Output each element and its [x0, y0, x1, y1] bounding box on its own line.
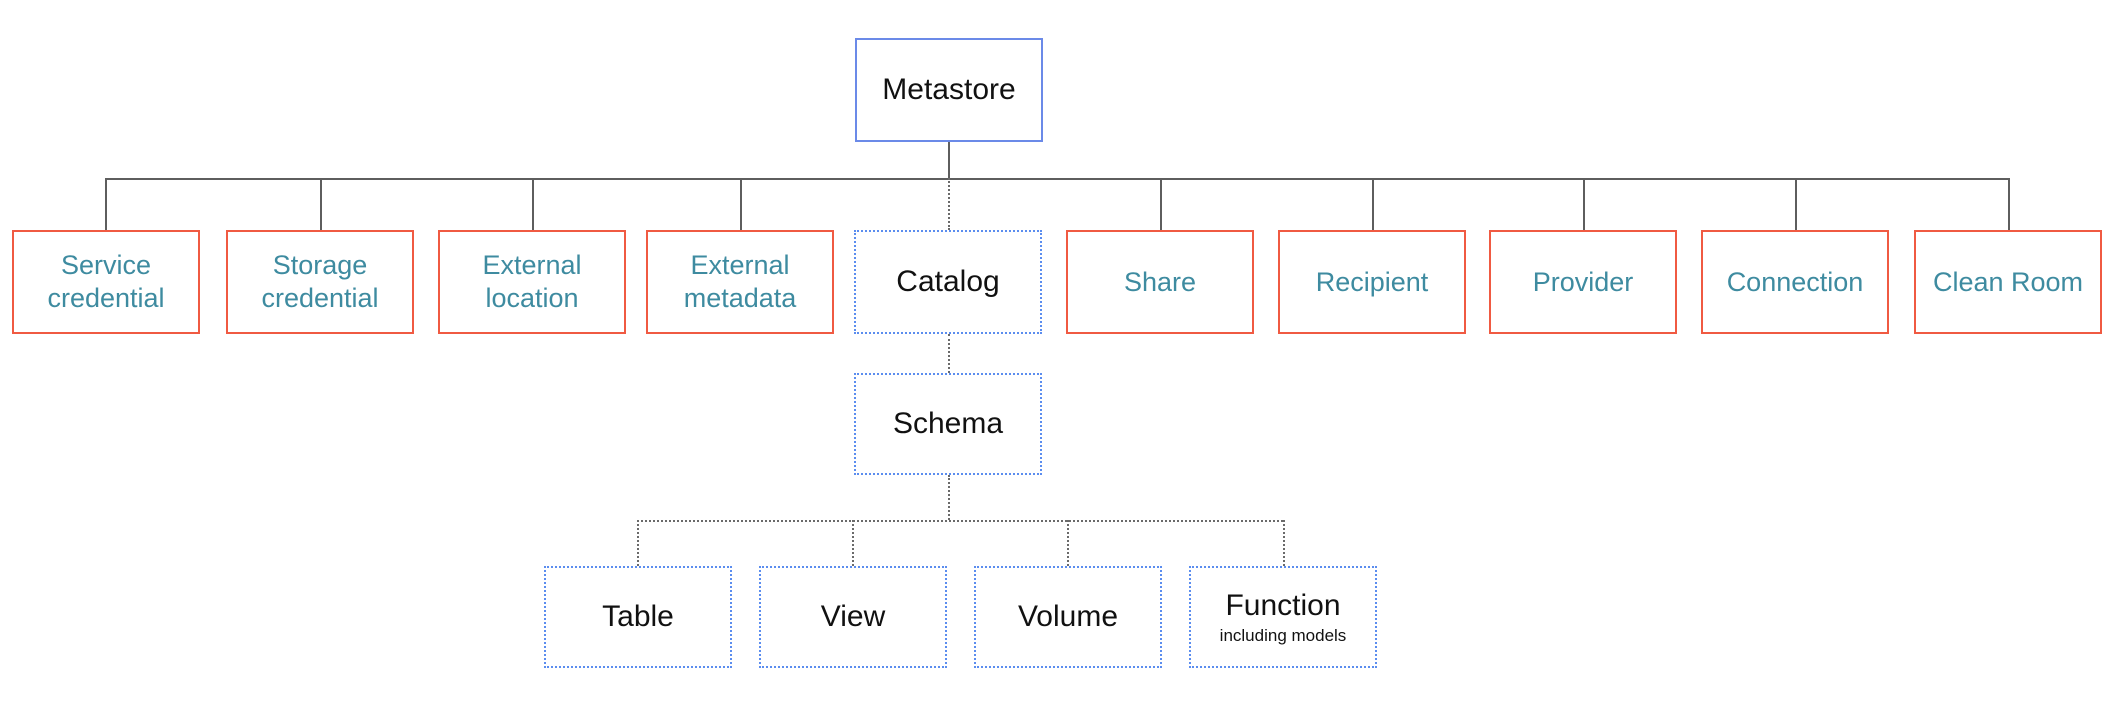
node-external-location-line2: location: [485, 283, 579, 313]
node-storage-credential-line2: credential: [261, 283, 379, 313]
connector-drop-external-metadata: [740, 178, 742, 230]
connector-drop-table: [637, 520, 639, 566]
node-provider-line1: Provider: [1532, 266, 1634, 297]
node-metastore[interactable]: Metastore: [855, 38, 1043, 142]
node-catalog[interactable]: Catalog: [854, 230, 1042, 334]
node-connection-line1: Connection: [1726, 266, 1864, 297]
node-catalog-label: Catalog: [896, 264, 1000, 298]
node-schema-label: Schema: [892, 406, 1004, 440]
node-external-location-line1: External: [482, 250, 582, 281]
node-metastore-label: Metastore: [882, 72, 1016, 106]
node-function[interactable]: Function including models: [1189, 566, 1377, 668]
connector-drop-connection: [1795, 178, 1797, 230]
node-external-metadata-line2: metadata: [683, 283, 797, 313]
node-recipient-line1: Recipient: [1315, 266, 1429, 297]
node-view[interactable]: View: [759, 566, 947, 668]
connector-drop-volume: [1067, 520, 1069, 566]
node-share-line1: Share: [1123, 266, 1197, 297]
node-service-credential[interactable]: Service credential: [12, 230, 200, 334]
node-volume[interactable]: Volume: [974, 566, 1162, 668]
node-view-label: View: [820, 599, 886, 633]
connector-drop-catalog: [948, 178, 950, 230]
node-connection[interactable]: Connection: [1701, 230, 1889, 334]
node-volume-label: Volume: [1017, 599, 1119, 633]
node-table[interactable]: Table: [544, 566, 732, 668]
connector-drop-view: [852, 520, 854, 566]
connector-drop-clean-room: [2008, 178, 2010, 230]
node-storage-credential[interactable]: Storage credential: [226, 230, 414, 334]
node-clean-room-line1: Clean Room: [1932, 266, 2084, 297]
connector-drop-storage-credential: [320, 178, 322, 230]
connector-schema-bus: [637, 520, 1283, 522]
connector-catalog-to-schema: [948, 334, 950, 373]
node-function-label: Function: [1225, 589, 1341, 623]
node-share[interactable]: Share: [1066, 230, 1254, 334]
node-function-sublabel: including models: [1219, 626, 1347, 646]
connector-drop-provider: [1583, 178, 1585, 230]
connector-drop-service-credential: [105, 178, 107, 230]
node-table-label: Table: [602, 599, 674, 633]
connector-drop-share: [1160, 178, 1162, 230]
connector-schema-down: [948, 475, 950, 520]
connector-drop-external-location: [532, 178, 534, 230]
node-schema[interactable]: Schema: [854, 373, 1042, 475]
connector-drop-recipient: [1372, 178, 1374, 230]
node-external-metadata[interactable]: External metadata: [646, 230, 834, 334]
connector-drop-function: [1283, 520, 1285, 566]
node-storage-credential-line1: Storage: [272, 250, 368, 281]
node-recipient[interactable]: Recipient: [1278, 230, 1466, 334]
node-provider[interactable]: Provider: [1489, 230, 1677, 334]
node-clean-room[interactable]: Clean Room: [1914, 230, 2102, 334]
connector-main-bus: [105, 178, 2010, 180]
connector-metastore-down: [948, 142, 950, 178]
node-service-credential-line1: Service: [60, 250, 152, 281]
node-external-metadata-line1: External: [690, 250, 790, 281]
node-service-credential-line2: credential: [47, 283, 165, 313]
node-external-location[interactable]: External location: [438, 230, 626, 334]
